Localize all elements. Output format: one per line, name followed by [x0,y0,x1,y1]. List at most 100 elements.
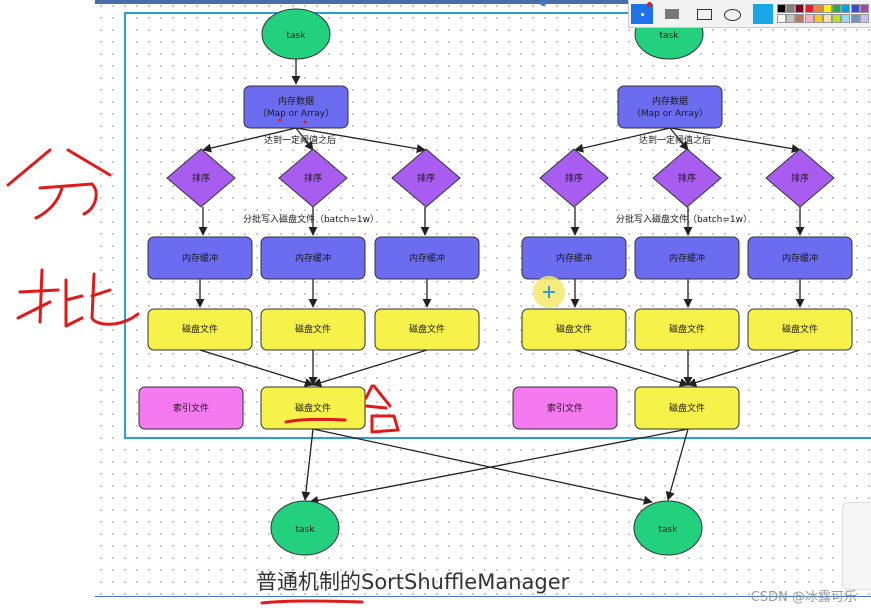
memory-data-box [243,85,349,129]
bottom-rule [95,596,871,597]
ink-dot [278,118,282,122]
disk-file-box [634,308,740,351]
disk-file-box [521,308,627,351]
selection-frame[interactable] [124,12,871,439]
task-label: task [660,31,680,41]
task-label: task [287,31,307,41]
memory-buffer-label: 内存缓冲 [669,252,705,264]
index-file-box [138,386,244,430]
memory-data-box [617,85,723,129]
color-swatch[interactable] [786,14,796,23]
disk-file-box [260,308,366,351]
sort-label: 排序 [565,172,583,184]
color-swatch[interactable] [804,14,814,23]
color-swatch[interactable] [841,4,851,13]
batch-write-label: 分批写入磁盘文件（batch=1w） [243,213,379,225]
color-swatch[interactable] [832,14,842,23]
color-swatch[interactable] [777,14,786,23]
memory-buffer-box [147,236,253,280]
color-swatch[interactable] [859,4,869,13]
color-swatch[interactable] [813,4,823,13]
index-file-label: 索引文件 [547,402,583,414]
dot-icon[interactable] [631,2,653,24]
color-swatch[interactable] [823,4,832,13]
disk-file-label: 磁盘文件 [409,323,445,335]
ellipse-icon[interactable] [721,4,743,24]
memory-buffer-box [634,236,740,280]
sort-label: 排序 [192,172,210,184]
task-label: task [296,525,316,535]
memory-buffer-box [260,236,366,280]
threshold-label: 达到一定阈值之后 [264,134,336,146]
disk-file-label: 磁盘文件 [556,323,592,335]
memory-buffer-box [521,236,627,280]
memory-data-label: 内存数据 [278,95,314,107]
ink-dot [303,120,307,124]
task-label: task [659,525,679,535]
disk-file-label: 磁盘文件 [295,402,331,414]
top-scroll-bar[interactable] [95,0,640,4]
color-swatch[interactable] [777,4,786,13]
watermark: CSDN @冰露可乐 [750,590,857,605]
fill-rect-icon[interactable] [661,4,683,24]
color-swatch[interactable] [786,4,796,13]
color-picker-icon[interactable] [753,4,773,24]
memory-buffer-box [374,236,480,280]
disk-file-box [374,308,480,351]
merged-disk-file-box [634,386,740,430]
memory-data-label: 内存数据 [652,95,688,107]
color-swatch[interactable] [850,14,860,23]
memory-buffer-box [747,236,853,280]
memory-buffer-label: 内存缓冲 [295,252,331,264]
memory-buffer-label: 内存缓冲 [782,252,818,264]
handwritten-annotation [6,148,400,605]
color-swatch[interactable] [823,14,832,23]
sort-label: 排序 [417,172,435,184]
color-swatch[interactable] [850,4,860,13]
color-swatch[interactable] [813,14,823,23]
diagram-caption: 普通机制的SortShuffleManager [256,570,570,594]
sort-diamond [278,148,348,208]
sort-diamond [166,148,236,208]
task-node-top-left [261,8,331,60]
threshold-label: 达到一定阈值之后 [639,134,711,146]
disk-file-box [147,308,253,351]
rectangle-icon[interactable] [693,4,715,24]
disk-file-label: 磁盘文件 [295,323,331,335]
disk-file-label: 磁盘文件 [782,323,818,335]
drawing-toolbar [628,0,871,28]
sort-label: 排序 [304,172,322,184]
color-swatch[interactable] [795,4,805,13]
disk-file-label: 磁盘文件 [669,323,705,335]
color-swatch[interactable] [859,14,869,23]
color-swatch[interactable] [832,4,842,13]
task-node-bottom-left [270,500,340,556]
color-swatch[interactable] [841,14,851,23]
memory-data-sub: （Map or Array） [258,108,334,119]
color-swatch[interactable] [795,14,805,23]
color-swatch[interactable] [804,4,814,13]
move-cursor-icon [533,276,565,308]
sort-diamond [765,148,835,208]
index-file-box [512,386,618,430]
memory-buffer-label: 内存缓冲 [182,252,218,264]
disk-file-label: 磁盘文件 [669,402,705,414]
sort-diamond [652,148,722,208]
batch-write-label: 分批写入磁盘文件（batch=1w） [616,213,752,225]
resize-handle[interactable] [540,0,546,6]
memory-buffer-label: 内存缓冲 [556,252,592,264]
task-node-bottom-right [633,500,703,556]
memory-buffer-label: 内存缓冲 [409,252,445,264]
sort-diamond [539,148,609,208]
index-file-label: 索引文件 [173,402,209,414]
left-group: task 内存数据 （Map or Array） 达到一定阈值之后 排序 排序 … [138,8,653,505]
sort-label: 排序 [791,172,809,184]
side-panel-tab[interactable] [842,502,871,590]
right-group: task 内存数据 （Map or Array） 达到一定阈值之后 排序 排序 … [309,8,853,505]
canvas-grid [95,0,871,600]
disk-file-label: 磁盘文件 [182,323,218,335]
sort-diamond [391,148,461,208]
disk-file-box [747,308,853,351]
sort-label: 排序 [678,172,696,184]
